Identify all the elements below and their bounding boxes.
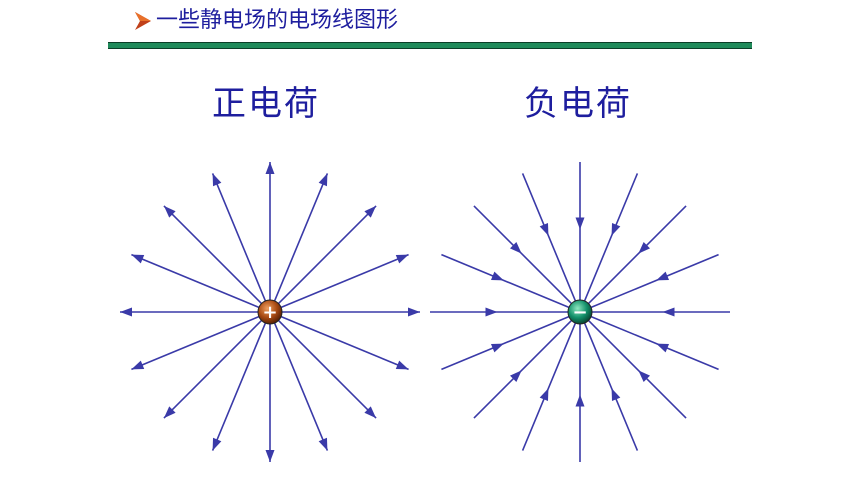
field-line [277,205,377,305]
field-line [131,253,260,309]
field-line [211,173,267,302]
field-arrow [163,205,176,218]
charge-sign: + [262,302,277,323]
field-arrow [408,307,420,317]
field-line [273,173,329,302]
field-arrow [364,205,377,218]
field-arrow [490,271,504,281]
field-arrow [131,254,145,264]
field-line [587,205,687,305]
field-line [521,322,577,451]
field-arrow [395,254,409,264]
field-arrow [539,388,549,402]
field-arrow [638,241,651,254]
field-arrow [509,241,522,254]
field-arrow [131,360,145,370]
slide-title-text: 一些静电场的电场线图形 [156,8,399,33]
field-line [277,319,377,419]
field-line [211,322,267,451]
field-arrow [575,217,585,230]
field-arrow [485,307,498,317]
field-arrow [265,162,275,174]
negative-charge [567,299,593,325]
field-line [163,319,263,419]
positive-charge [257,299,283,325]
field-line [131,315,260,371]
field-line [587,319,687,419]
field-line [590,253,719,309]
field-arrow [212,437,222,451]
positive-charge-heading: 正电荷 [212,84,320,124]
field-arrow [575,394,585,407]
positive-charge-field: + [120,162,420,462]
field-arrow [163,406,176,419]
field-arrow [318,437,328,451]
field-line [473,319,573,419]
field-arrow [265,450,275,462]
field-arrow [212,173,222,187]
field-arrow [662,307,675,317]
negative-charge-field: − [430,162,730,462]
field-line [590,315,719,371]
arrow-bullet-icon [135,12,151,30]
field-line [583,322,639,451]
field-arrow [638,370,651,383]
field-arrow [364,406,377,419]
field-arrow [490,343,504,353]
field-line [441,315,570,371]
negative-charge-heading: 负电荷 [524,84,632,124]
field-arrow [656,343,670,353]
field-arrow [656,271,670,281]
slide-title: 一些静电场的电场线图形 [134,6,398,36]
field-arrow [611,388,621,402]
field-line [163,205,263,305]
field-line [280,253,409,309]
field-line [521,173,577,302]
field-line [280,315,409,371]
field-arrow [120,307,132,317]
field-arrow [318,173,328,187]
field-arrow [611,222,621,236]
field-line [441,253,570,309]
field-arrow [395,360,409,370]
charge-sign: − [572,302,587,323]
field-arrow [509,370,522,383]
field-line [583,173,639,302]
field-line [273,322,329,451]
title-divider [108,42,752,49]
field-line [473,205,573,305]
field-arrow [539,222,549,236]
